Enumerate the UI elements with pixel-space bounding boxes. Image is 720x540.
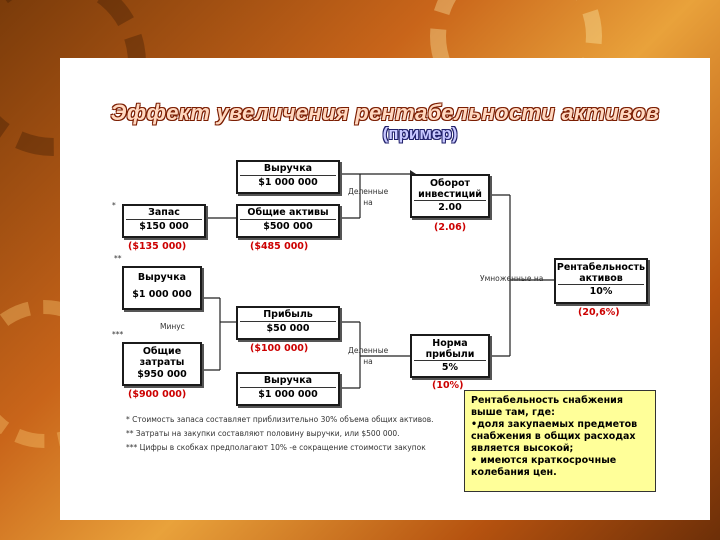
- profit-label: Прибыль: [263, 309, 313, 320]
- total-costs-label: Общие затраты: [139, 346, 185, 368]
- total-costs-box: Общие затраты $950 000: [122, 342, 202, 386]
- revenue-box-bottom: Выручка $1 000 000: [236, 372, 340, 406]
- total-assets-label: Общие активы: [247, 207, 329, 218]
- inventory-value: $150 000: [139, 221, 189, 232]
- inventory-box: Запас $150 000: [122, 204, 206, 238]
- slide-subtitle: (пример): [382, 124, 458, 143]
- footnote-2: ** Затраты на закупки составляют половин…: [126, 429, 400, 438]
- procurement-note-bullet1: •доля закупаемых предметов снабжения в о…: [471, 419, 638, 454]
- profit-margin-new-value: (10%): [432, 380, 464, 391]
- total-costs-value: $950 000: [137, 369, 187, 380]
- revenue-bottom-label: Выручка: [263, 375, 313, 386]
- slide-panel: Эффект увеличения рентабельности активов…: [60, 58, 710, 520]
- procurement-note-box: Рентабельность снабжения выше там, где: …: [464, 390, 656, 492]
- box-divider: [126, 219, 202, 220]
- return-on-assets-new-value: (20,6%): [578, 307, 620, 318]
- profit-margin-value: 5%: [441, 362, 459, 373]
- box-divider: [558, 284, 644, 285]
- investment-turnover-value: 2.00: [438, 202, 462, 213]
- profit-margin-box: Норма прибыли 5%: [410, 334, 490, 378]
- slide-title: Эффект увеличения рентабельности активов: [110, 100, 660, 125]
- inventory-marker: *: [112, 201, 116, 210]
- profit-new-value: ($100 000): [250, 343, 309, 354]
- profit-value: $50 000: [266, 323, 310, 334]
- total-assets-box: Общие активы $500 000: [236, 204, 340, 238]
- total-costs-new-value: ($900 000): [128, 389, 187, 400]
- profit-margin-label: Норма прибыли: [425, 338, 475, 360]
- revenue-mid-marker: **: [114, 254, 122, 263]
- minus-label: Минус: [160, 322, 185, 331]
- revenue-box-mid: Выручка $1 000 000: [122, 266, 202, 310]
- divided-by-label-1: Деленные на: [348, 187, 389, 207]
- box-divider: [240, 175, 336, 176]
- divided-by-label-2: Деленные на: [348, 346, 389, 366]
- procurement-note-line2: выше там, где:: [471, 407, 555, 418]
- total-costs-marker: ***: [112, 330, 124, 339]
- revenue-box-top: Выручка $1 000 000: [236, 160, 340, 194]
- return-on-assets-label: Рентабельность активов: [556, 262, 646, 284]
- revenue-top-label: Выручка: [263, 163, 313, 174]
- inventory-new-value: ($135 000): [128, 241, 187, 252]
- revenue-mid-label: Выручка: [137, 272, 187, 283]
- total-assets-value: $500 000: [263, 221, 313, 232]
- box-divider: [240, 321, 336, 322]
- box-divider: [414, 200, 486, 201]
- revenue-bottom-value: $1 000 000: [258, 389, 318, 400]
- footnote-3: *** Цифры в скобках предполагают 10% -е …: [126, 443, 426, 452]
- procurement-note-bullet2: • имеются краткосрочные колебания цен.: [471, 455, 617, 478]
- box-divider: [240, 387, 336, 388]
- total-assets-new-value: ($485 000): [250, 241, 309, 252]
- procurement-note-line1: Рентабельность снабжения: [471, 395, 623, 406]
- investment-turnover-box: Оборот инвестиций 2.00: [410, 174, 490, 218]
- box-divider: [414, 360, 486, 361]
- profit-box: Прибыль $50 000: [236, 306, 340, 340]
- return-on-assets-value: 10%: [589, 286, 613, 297]
- investment-turnover-label: Оборот инвестиций: [418, 178, 482, 200]
- revenue-top-value: $1 000 000: [258, 177, 318, 188]
- multiplied-by-label: Умноженные на: [480, 274, 544, 283]
- revenue-mid-value: $1 000 000: [132, 289, 192, 300]
- footnote-1: * Стоимость запаса составляет приблизите…: [126, 415, 434, 424]
- box-divider: [240, 219, 336, 220]
- return-on-assets-box: Рентабельность активов 10%: [554, 258, 648, 304]
- inventory-label: Запас: [148, 207, 180, 218]
- investment-turnover-new-value: (2.06): [434, 222, 467, 233]
